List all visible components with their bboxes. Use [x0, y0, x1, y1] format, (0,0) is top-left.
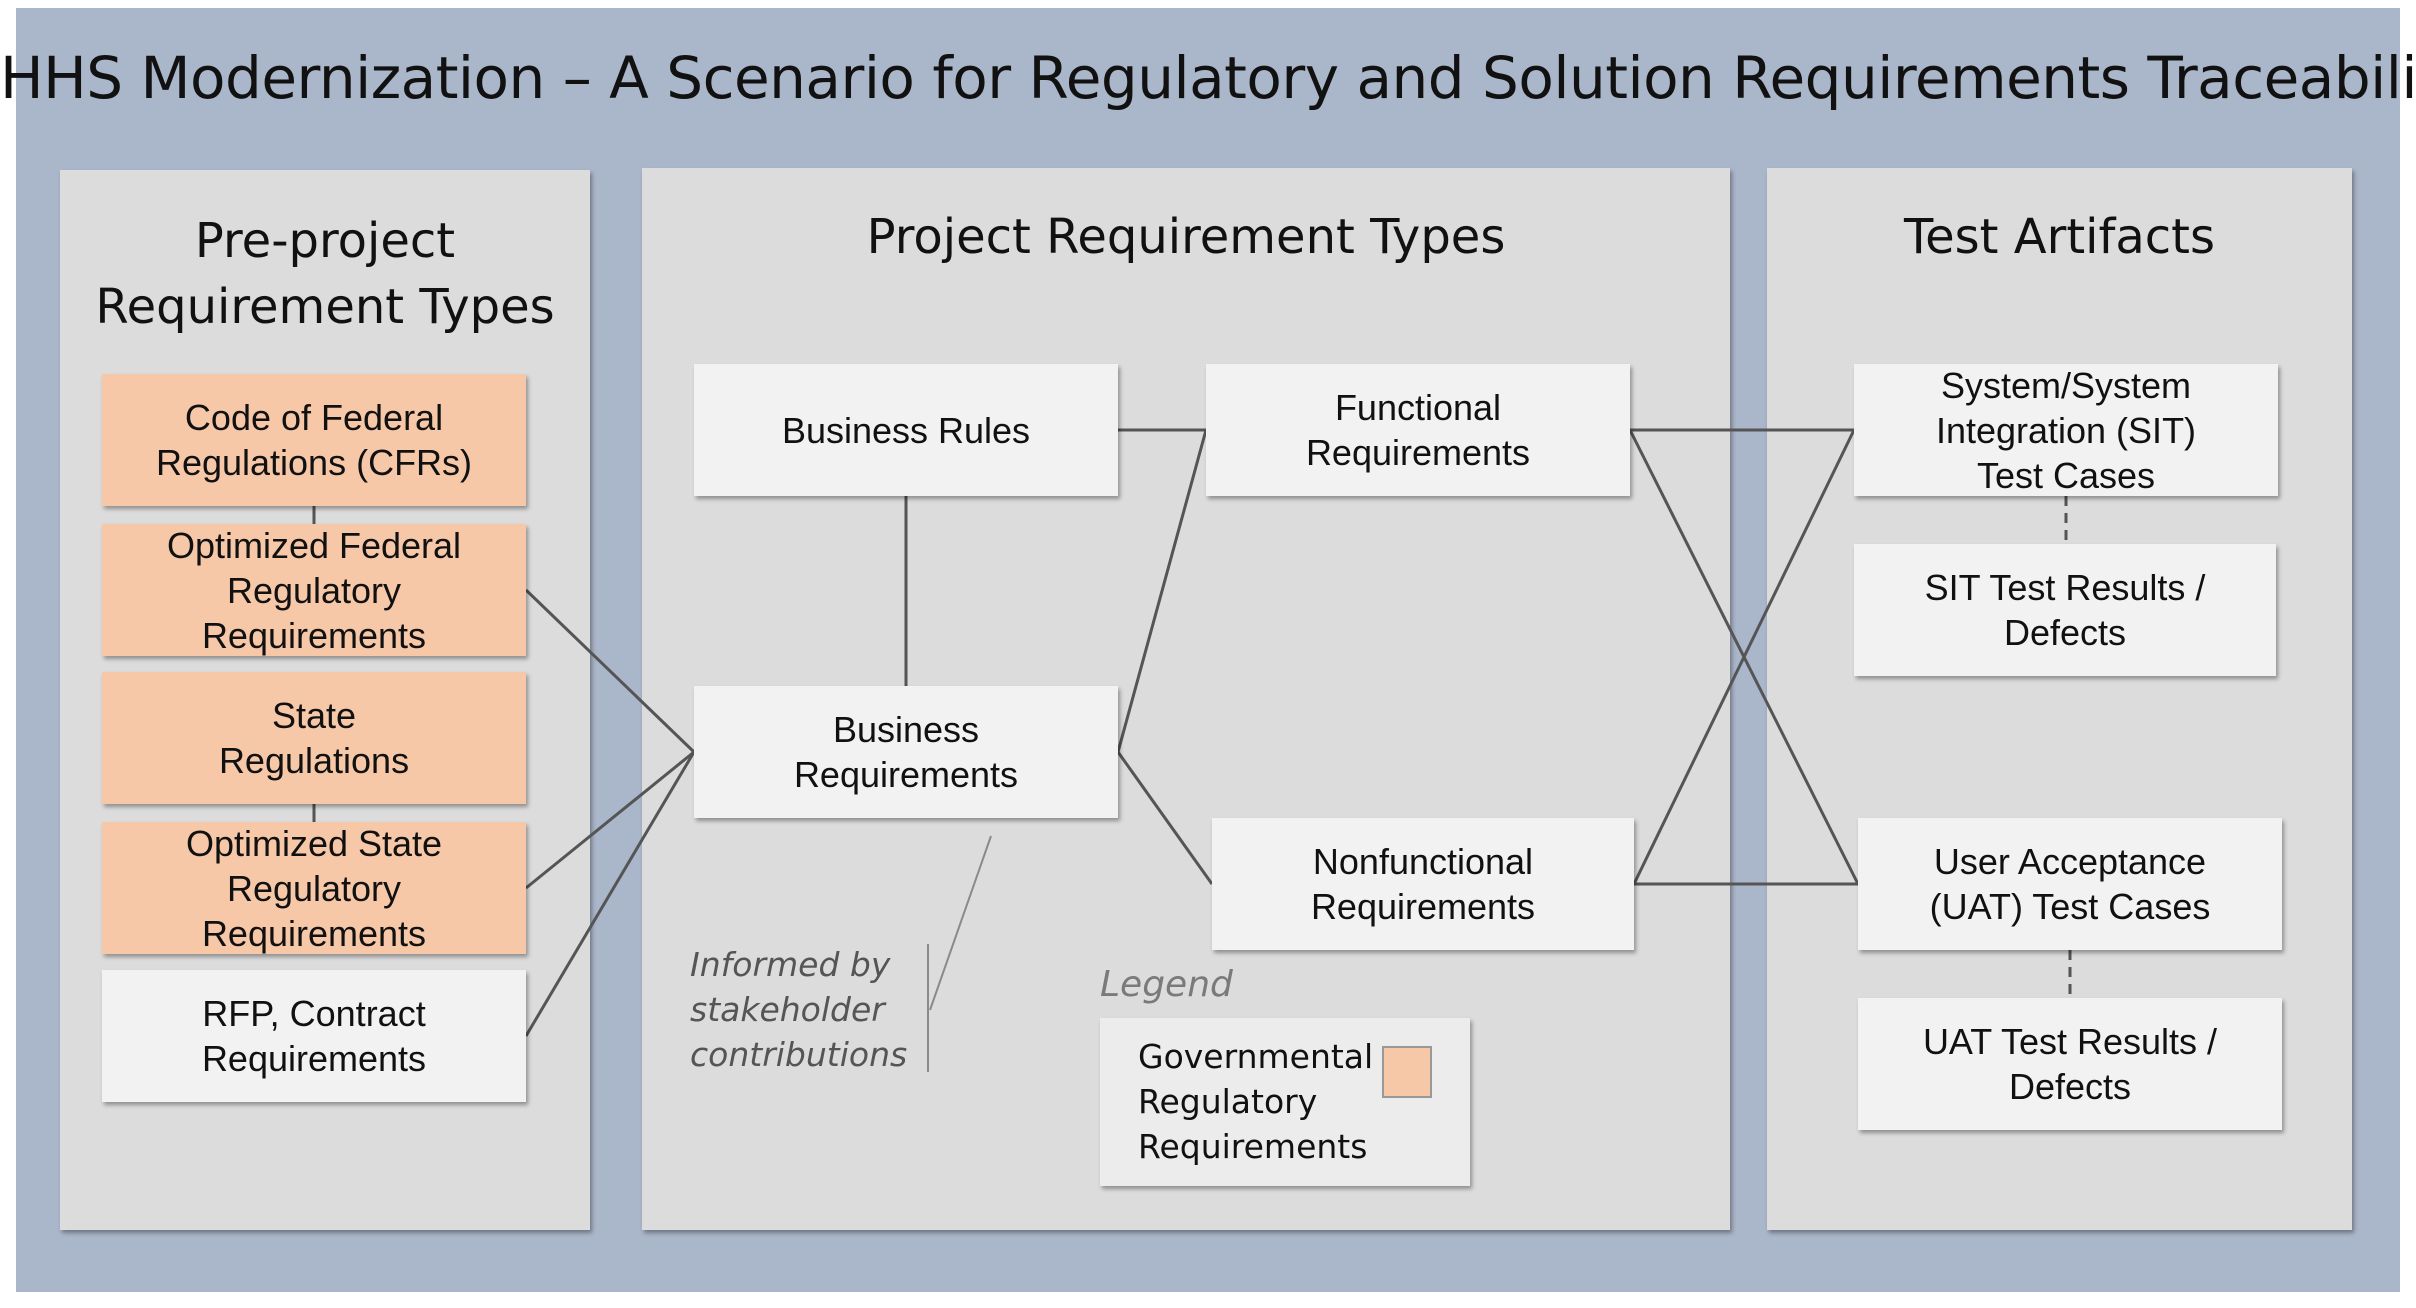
- legend-title: Legend: [1100, 964, 1233, 1005]
- node-uat-test-results: UAT Test Results / Defects: [1858, 998, 2282, 1130]
- node-rfp-contract: RFP, Contract Requirements: [102, 970, 526, 1102]
- node-cfr: Code of Federal Regulations (CFRs): [102, 374, 526, 506]
- node-uat-test-cases: User Acceptance (UAT) Test Cases: [1858, 818, 2282, 950]
- legend-box: Governmental Regulatory Requirements: [1100, 1018, 1470, 1186]
- stakeholder-annotation: Informed by stakeholder contributions: [690, 945, 908, 1074]
- node-optimized-federal: Optimized Federal Regulatory Requirement…: [102, 524, 526, 656]
- node-optimized-state: Optimized State Regulatory Requirements: [102, 822, 526, 954]
- node-sit-test-cases: System/System Integration (SIT) Test Cas…: [1854, 364, 2278, 496]
- diagram-title: HHS Modernization – A Scenario for Regul…: [0, 44, 2416, 112]
- link-nonfunctional-sit: [1632, 429, 1856, 885]
- node-sit-test-results: SIT Test Results / Defects: [1854, 544, 2276, 676]
- legend-swatch: [1382, 1046, 1432, 1098]
- panel-title-test-artifacts: Test Artifacts: [1903, 209, 2216, 265]
- annotation-callout-line: [929, 835, 992, 1011]
- node-business-rules: Business Rules: [694, 364, 1118, 496]
- node-state-regulations: State Regulations: [102, 672, 526, 804]
- link-optimized-state-business-req: [525, 750, 695, 890]
- link-optimized-federal-business-req: [524, 588, 696, 754]
- panel-title-pre-project: Pre-project Requirement Types: [95, 213, 555, 335]
- link-business-req-nonfunctional: [1116, 751, 1214, 885]
- node-business-requirements: Business Requirements: [694, 686, 1118, 818]
- link-business-req-functional: [1116, 429, 1208, 753]
- legend-label: Governmental Regulatory Requirements: [1138, 1037, 1374, 1166]
- node-nonfunctional-requirements: Nonfunctional Requirements: [1212, 818, 1634, 950]
- node-functional-requirements: Functional Requirements: [1206, 364, 1630, 496]
- panel-title-project: Project Requirement Types: [866, 209, 1506, 265]
- link-rfp-business-req: [524, 751, 696, 1037]
